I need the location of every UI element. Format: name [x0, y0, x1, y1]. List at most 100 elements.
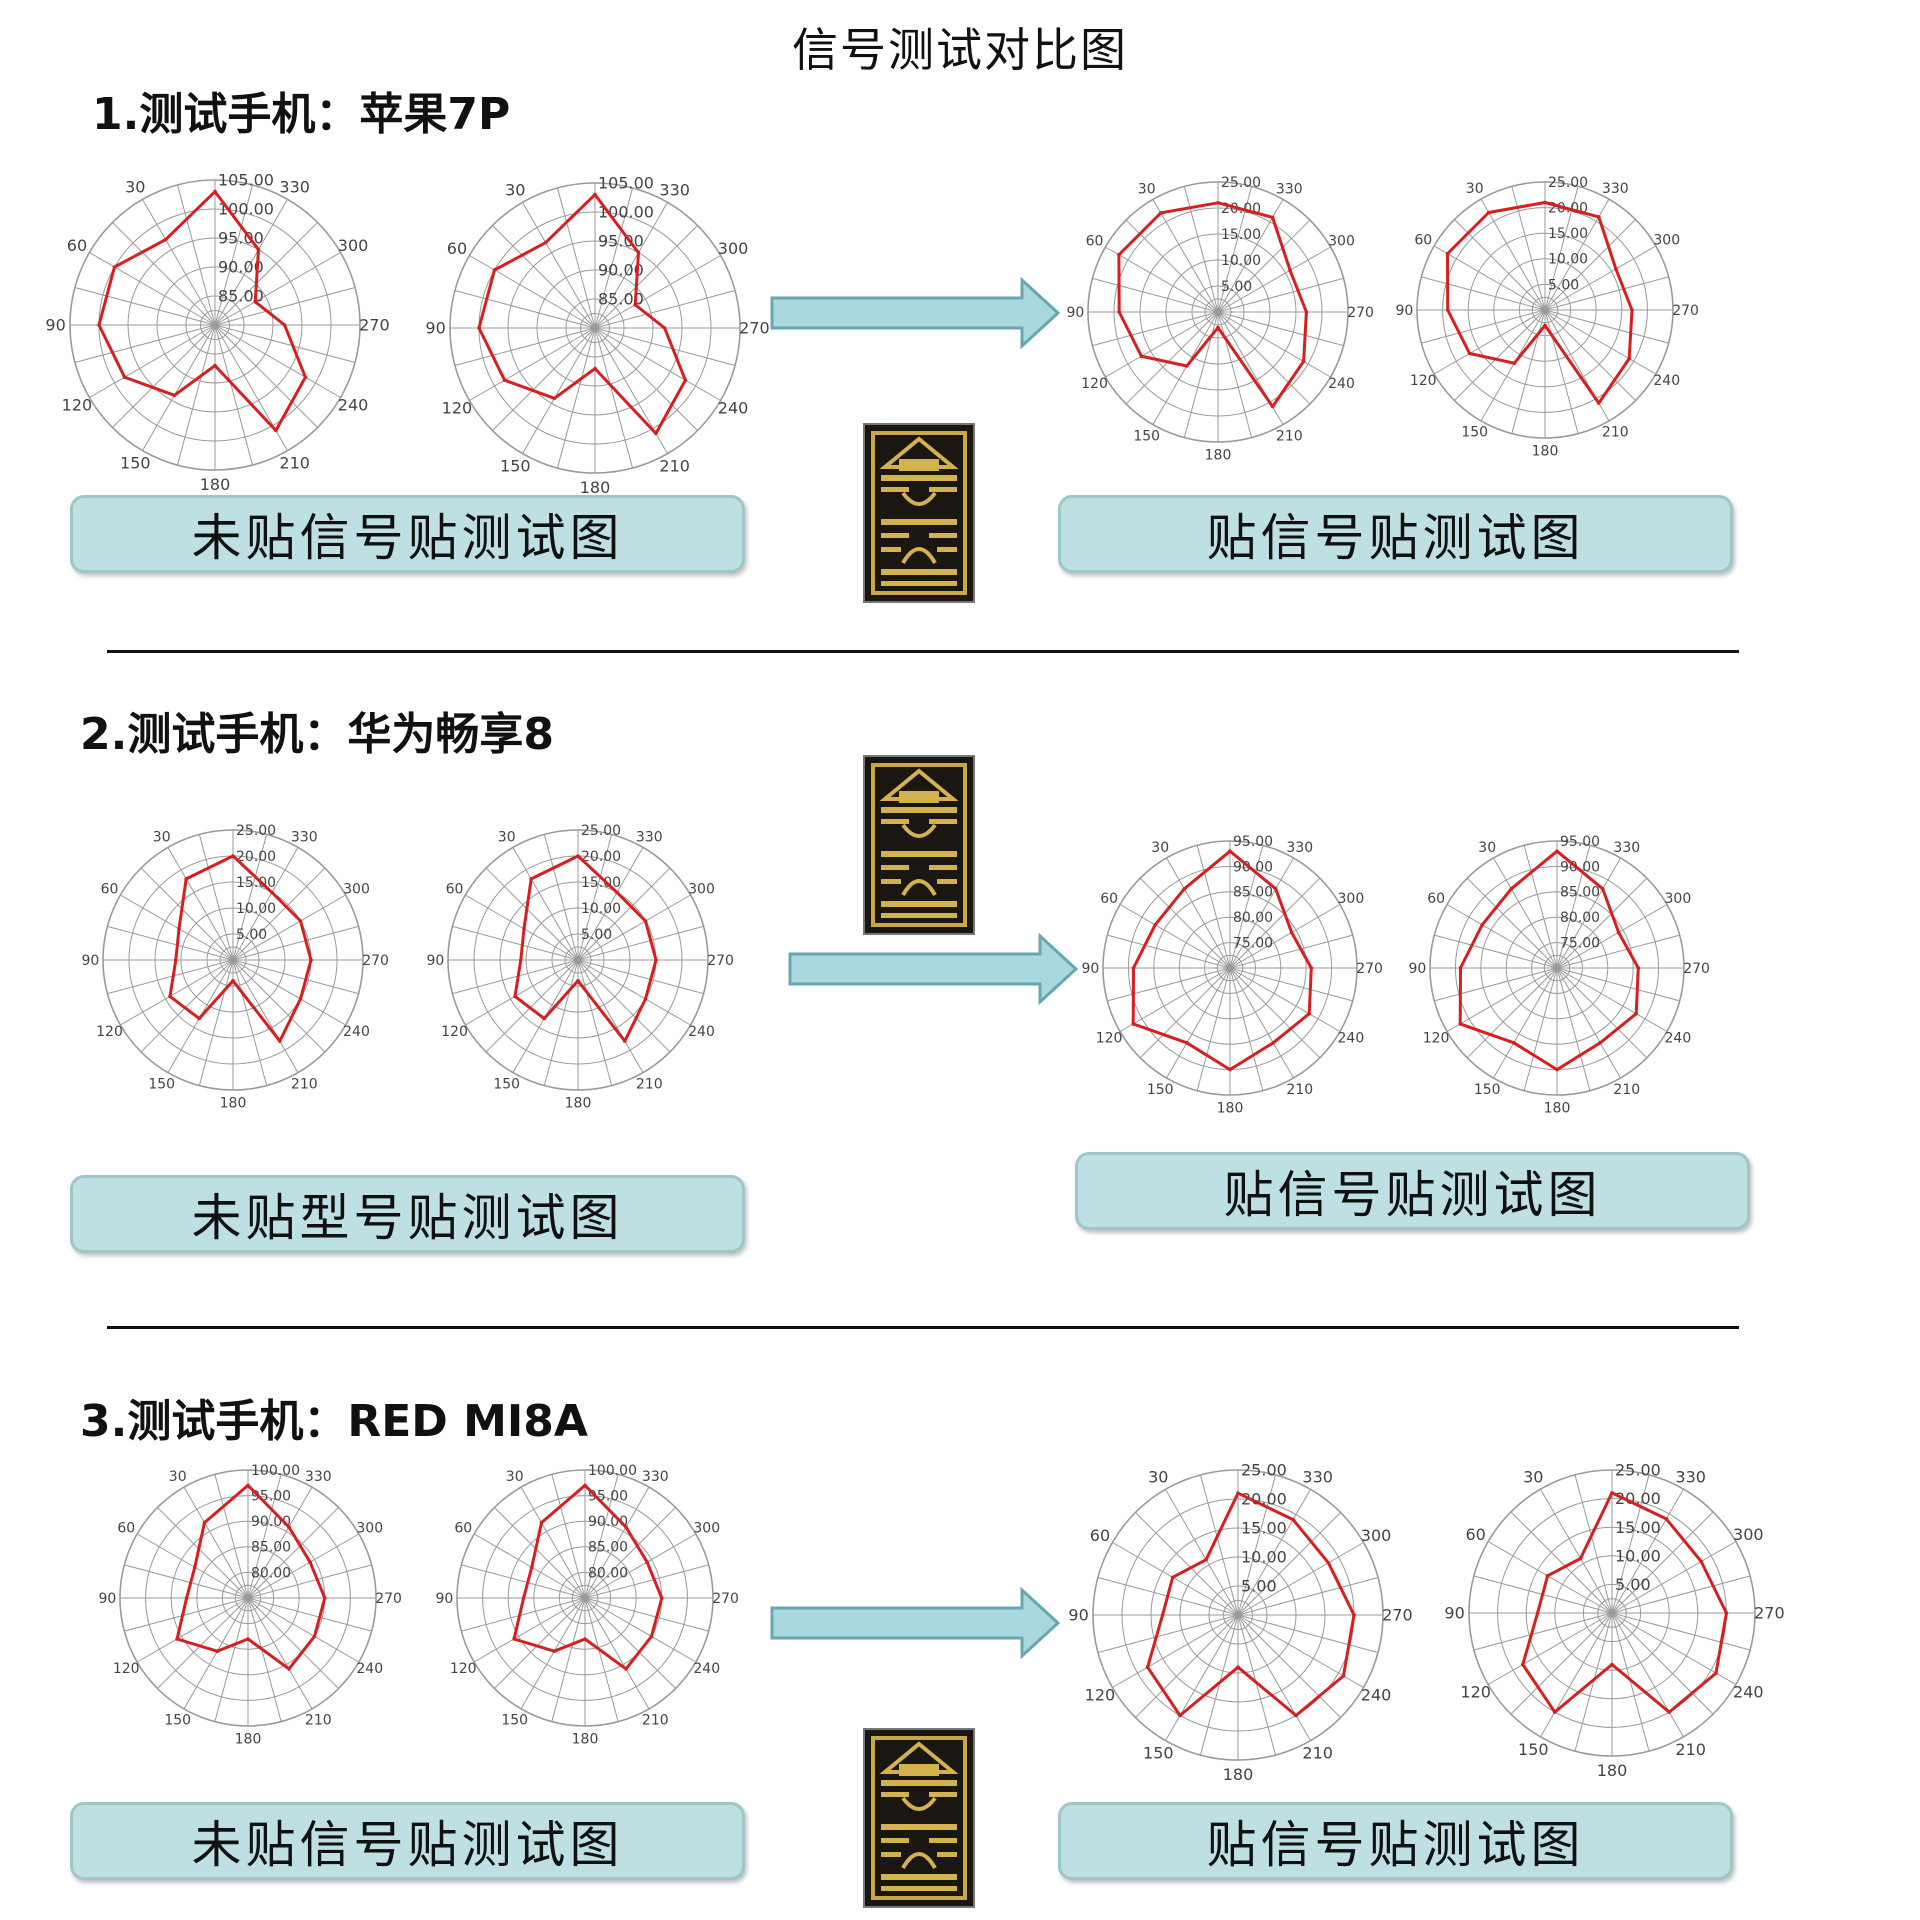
ring-label: 10.00 — [1548, 252, 1588, 268]
grid-spoke — [247, 1486, 313, 1599]
after-label-button-3[interactable]: 贴信号贴测试图 — [1058, 1802, 1733, 1880]
angle-label: 330 — [1675, 1467, 1706, 1486]
angle-label: 150 — [164, 1713, 191, 1729]
grid-spoke — [584, 1597, 676, 1689]
trace-point — [1236, 1491, 1240, 1495]
trace-point — [184, 877, 188, 881]
grid-spoke — [232, 847, 299, 961]
trace-point — [552, 1649, 557, 1653]
grid-spoke — [584, 1597, 619, 1722]
trace-point — [529, 877, 533, 881]
ring-label: 25.00 — [1221, 175, 1261, 191]
trace-point — [502, 378, 507, 383]
trace-point — [1185, 364, 1189, 368]
angle-label: 330 — [1602, 181, 1629, 197]
trace-point — [1610, 1662, 1614, 1667]
grid-spoke — [522, 202, 596, 329]
section-title-1: 1.测试手机：苹果7P — [92, 89, 511, 140]
grid-spoke — [1454, 309, 1546, 401]
grid-spoke — [1152, 311, 1219, 425]
grid-spoke — [1611, 1612, 1751, 1651]
grid-spoke — [473, 1533, 586, 1599]
grid-spoke — [232, 959, 359, 995]
angle-label: 240 — [356, 1661, 383, 1677]
trace-point — [1600, 887, 1605, 891]
angle-label: 180 — [200, 475, 231, 494]
angle-label: 60 — [1427, 891, 1445, 907]
ring-label: 5.00 — [1221, 279, 1252, 295]
grid-spoke — [1523, 845, 1558, 969]
grid-spoke — [112, 222, 216, 326]
grid-spoke — [1119, 904, 1231, 969]
angle-label: 270 — [1672, 303, 1699, 319]
grid-spoke — [1421, 309, 1546, 344]
angle-label: 240 — [1361, 1685, 1392, 1704]
grid-spoke — [1135, 1614, 1239, 1718]
angle-label: 30 — [505, 181, 525, 200]
trace-point — [112, 265, 117, 269]
trace-point — [1486, 210, 1491, 215]
trace-point — [174, 958, 178, 962]
trace-point — [1578, 1556, 1583, 1561]
trace-point — [215, 1649, 220, 1653]
angle-label: 150 — [1133, 428, 1160, 444]
grid-spoke — [1493, 857, 1558, 969]
angle-label: 90 — [1081, 961, 1099, 977]
grid-spoke — [214, 1597, 249, 1722]
grid-spoke — [594, 255, 721, 329]
grid-spoke — [1097, 1614, 1239, 1654]
grid-spoke — [247, 1533, 360, 1599]
angle-label: 270 — [712, 1591, 739, 1607]
ring-label: 85.00 — [598, 290, 644, 309]
angle-label: 300 — [1665, 891, 1692, 907]
before-label-button-3[interactable]: 未贴信号贴测试图 — [70, 1802, 745, 1880]
grid-spoke — [1540, 1488, 1613, 1614]
angle-label: 120 — [441, 1024, 468, 1040]
trace-point — [1117, 253, 1121, 257]
after-label-button-2[interactable]: 贴信号贴测试图 — [1075, 1152, 1750, 1230]
grid-spoke — [577, 867, 671, 961]
trace-point — [172, 393, 177, 398]
grid-spoke — [247, 1564, 372, 1599]
grid-spoke — [577, 959, 704, 995]
grid-spoke — [74, 324, 216, 364]
grid-spoke — [584, 1474, 619, 1599]
angle-label: 270 — [707, 953, 734, 969]
grid-spoke — [214, 252, 341, 326]
angle-label: 180 — [1223, 1765, 1254, 1784]
angle-label: 270 — [1754, 1604, 1785, 1623]
after-label-button-1[interactable]: 贴信号贴测试图 — [1058, 495, 1733, 573]
trace-point — [576, 854, 580, 858]
angle-label: 180 — [220, 1096, 247, 1112]
angle-label: 60 — [1466, 1525, 1486, 1544]
angle-label: 330 — [1286, 840, 1313, 856]
angle-label: 240 — [343, 1024, 370, 1040]
angle-label: 120 — [442, 398, 473, 417]
grid-spoke — [232, 959, 299, 1073]
right-arrow-icon — [770, 1586, 1061, 1660]
angle-label: 120 — [1423, 1031, 1450, 1047]
angle-label: 240 — [338, 395, 369, 414]
grid-spoke — [1611, 1575, 1751, 1614]
before-label-button-2[interactable]: 未贴型号贴测试图 — [70, 1175, 745, 1253]
trace-point — [1270, 215, 1275, 220]
angle-label: 150 — [1461, 425, 1488, 441]
angle-label: 270 — [375, 1591, 402, 1607]
grid-spoke — [1112, 1614, 1239, 1688]
angle-label: 150 — [1143, 1744, 1174, 1763]
grid-spoke — [1544, 309, 1669, 344]
angle-label: 60 — [446, 882, 464, 898]
angle-label: 240 — [1328, 376, 1355, 392]
before-label-button-1[interactable]: 未贴信号贴测试图 — [70, 495, 745, 573]
trace-point — [274, 428, 278, 433]
trace-point — [519, 958, 523, 962]
trace-point — [122, 375, 127, 380]
angle-label: 180 — [1544, 1101, 1571, 1117]
ring-label: 25.00 — [236, 823, 276, 839]
page-title: 信号测试对比图 — [792, 23, 1128, 77]
grid-spoke — [1480, 309, 1546, 422]
ring-label: 10.00 — [1221, 253, 1261, 269]
ring-label: 20.00 — [581, 849, 621, 865]
